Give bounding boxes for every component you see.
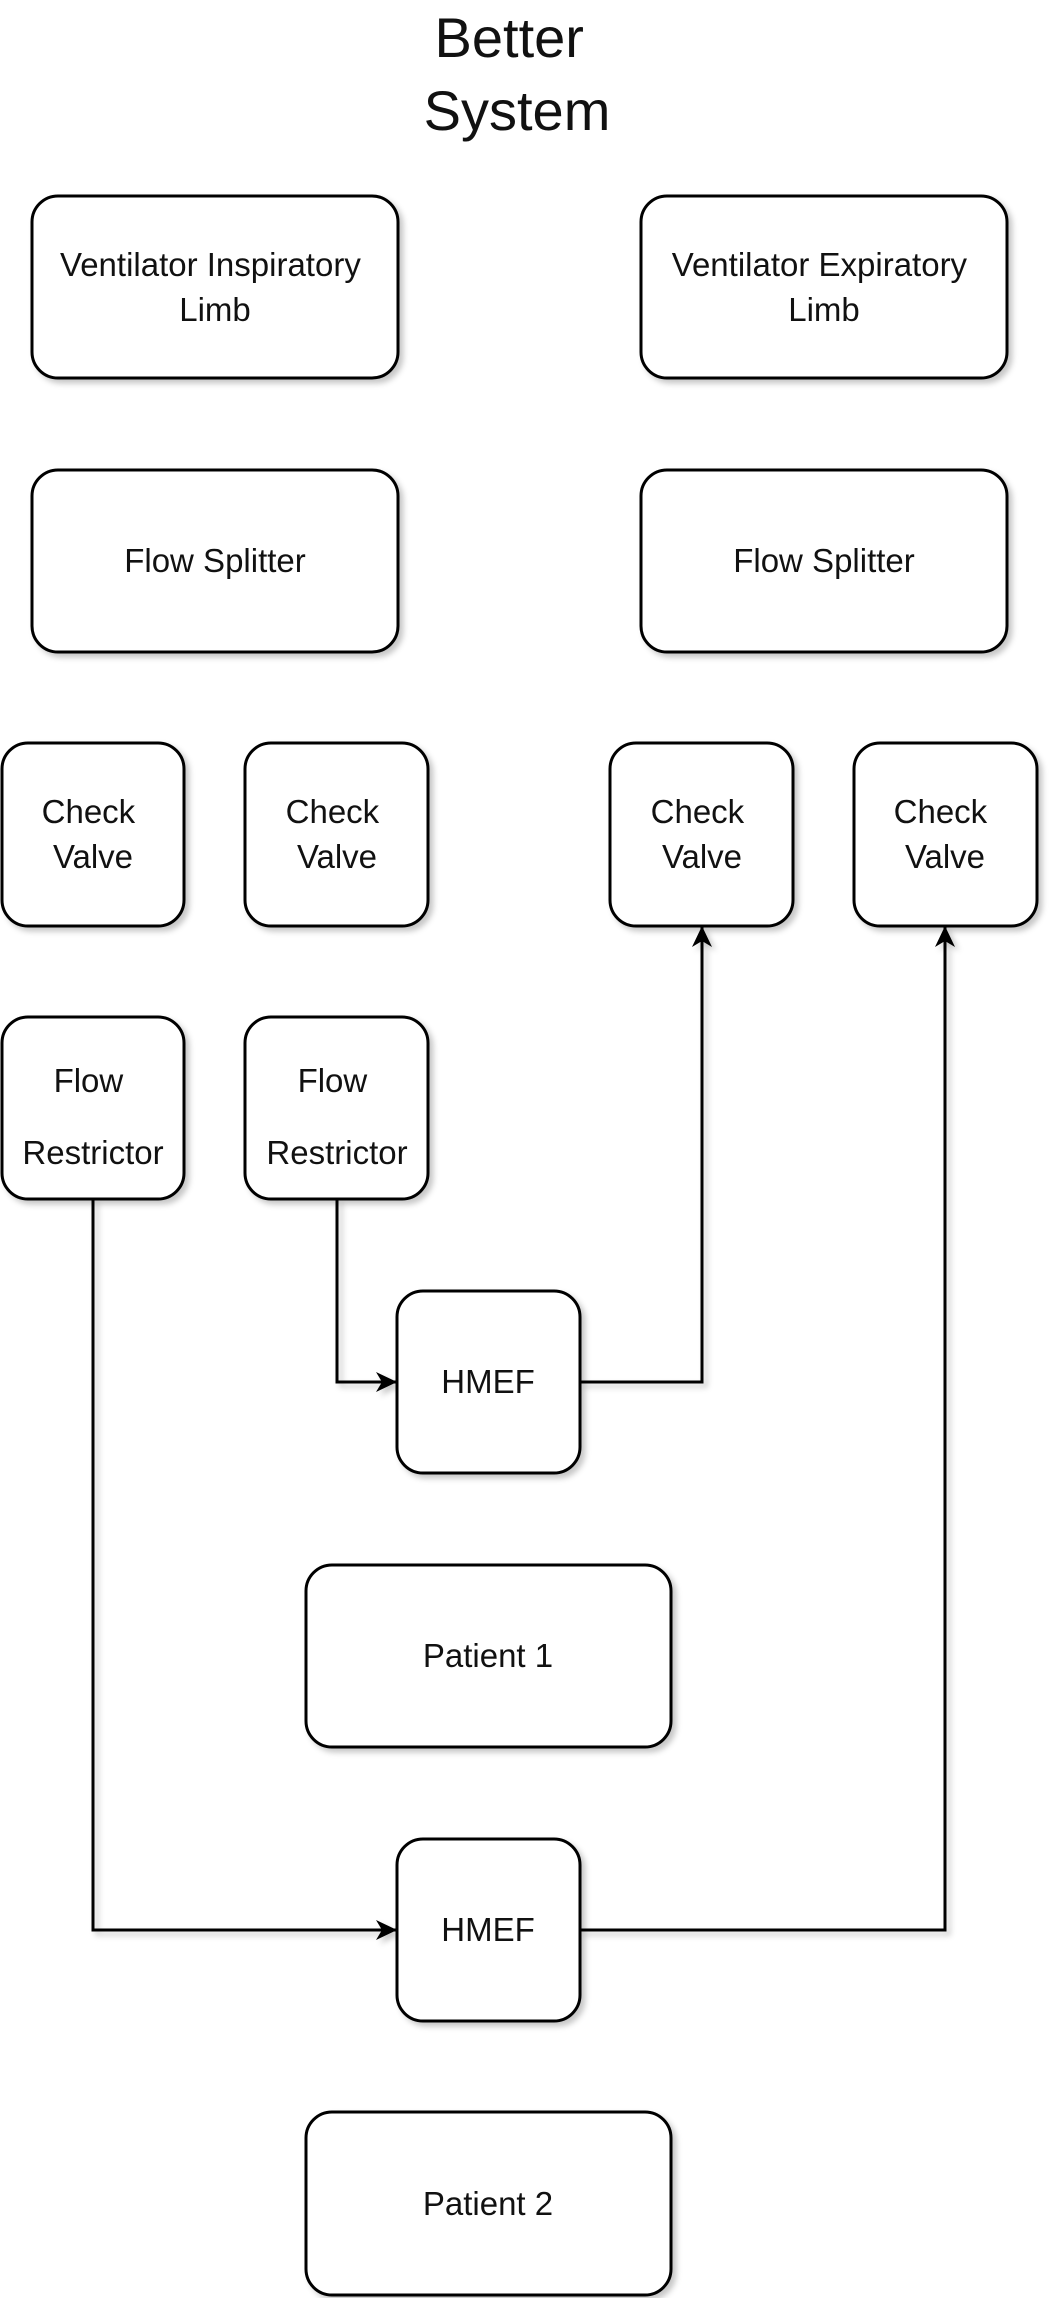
node-patient-1: Patient 1 — [304, 1563, 673, 1749]
node-ventilator-inspiratory-limb: Ventilator Inspiratory Limb — [30, 194, 400, 380]
node-flow-splitter-inspiratory: Flow Splitter — [30, 468, 400, 654]
edge-restrictor-2-to-hmef-1 — [335, 1199, 397, 1392]
edge-hmef-2-to-check-valve-4 — [580, 926, 955, 1932]
node-flow-splitter-expiratory: Flow Splitter — [639, 468, 1009, 654]
svg-text:Check Valve: Check Valve — [894, 793, 997, 875]
svg-text:Check Valve: Check Valve — [651, 793, 754, 875]
svg-text:Ventilator Expiratory Li: Ventilator Expiratory Limb — [672, 246, 976, 328]
svg-text:Check Valve: Check Valve — [42, 793, 145, 875]
node-hmef-2: HMEF — [395, 1837, 582, 2023]
edge-restrictor-1-to-hmef-2 — [91, 1199, 397, 1940]
svg-text:HMEF: HMEF — [441, 1363, 535, 1400]
svg-text:Flow Restrictor: Flow Restrictor — [266, 1062, 407, 1171]
node-flow-restrictor-2: Flow Restrictor — [243, 1015, 430, 1201]
edge-hmef-1-to-check-valve-3 — [580, 926, 712, 1384]
node-check-valve-4: Check Valve — [852, 741, 1039, 928]
svg-text:Check Valve: Check Valve — [286, 793, 389, 875]
node-check-valve-2: Check Valve — [243, 741, 430, 928]
svg-text:Patient 2: Patient 2 — [423, 2185, 553, 2222]
svg-text:Flow Restrictor: Flow Restrictor — [22, 1062, 163, 1171]
node-hmef-1: HMEF — [395, 1289, 582, 1475]
node-check-valve-3: Check Valve — [608, 741, 795, 928]
node-patient-2: Patient 2 — [304, 2110, 673, 2297]
svg-text:Flow Splitter: Flow Splitter — [733, 542, 915, 579]
node-check-valve-1: Check Valve — [0, 741, 186, 928]
diagram-title: Better System — [424, 6, 611, 142]
svg-text:HMEF: HMEF — [441, 1911, 535, 1948]
diagram-title-line-1: Better — [435, 6, 584, 69]
node-flow-restrictor-1: Flow Restrictor — [0, 1015, 186, 1201]
node-ventilator-expiratory-limb: Ventilator Expiratory Limb — [639, 194, 1009, 380]
edges — [83, 378, 955, 2112]
svg-text:Flow Splitter: Flow Splitter — [124, 542, 306, 579]
svg-text:Patient 1: Patient 1 — [423, 1637, 553, 1674]
svg-text:Ventilator Inspiratory L: Ventilator Inspiratory Limb — [60, 246, 370, 328]
diagram-title-line-2: System — [424, 79, 611, 142]
